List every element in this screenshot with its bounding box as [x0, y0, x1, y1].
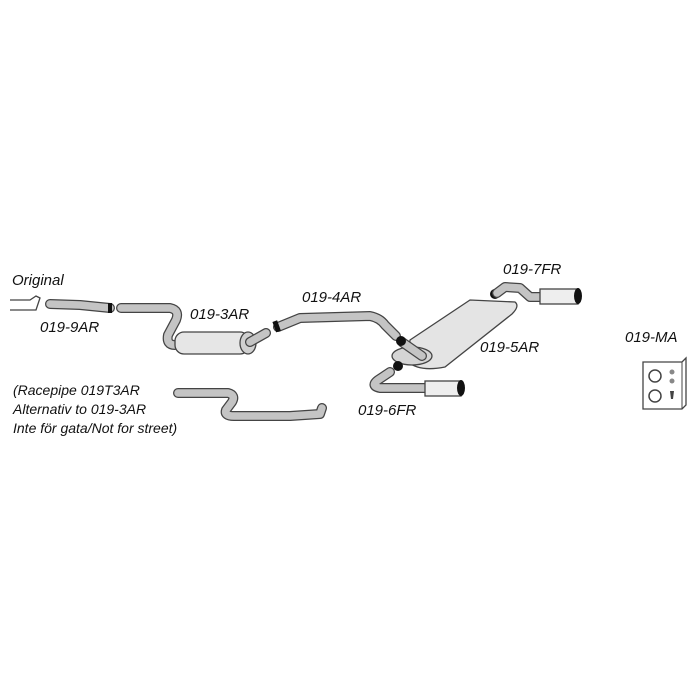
label-019-9AR: 019-9AR [40, 319, 100, 336]
label-019-4AR: 019-4AR [302, 289, 362, 306]
part-019-9AR [45, 299, 115, 313]
label-019-7FR: 019-7FR [503, 261, 562, 278]
label-original: Original [12, 272, 64, 289]
racepipe-note-line1: (Racepipe 019T3AR [13, 382, 140, 398]
label-019-MA: 019-MA [625, 329, 678, 346]
part-019-3AR [116, 303, 271, 355]
label-019-5AR: 019-5AR [480, 339, 540, 356]
racepipe-019T3AR [173, 388, 327, 421]
racepipe-note-line2: Alternativ to 019-3AR [13, 401, 147, 417]
label-019-6FR: 019-6FR [358, 402, 417, 419]
part-019-7FR [490, 282, 582, 305]
part-019-6FR [369, 367, 465, 397]
part-019-4AR [272, 311, 401, 341]
mounting-kit-019-MA [642, 356, 687, 410]
label-019-3AR: 019-3AR [190, 306, 250, 323]
part-019-5AR [391, 299, 518, 371]
racepipe-note-line3: Inte för gata/Not for street) [13, 420, 178, 436]
original-pipe [10, 295, 41, 311]
